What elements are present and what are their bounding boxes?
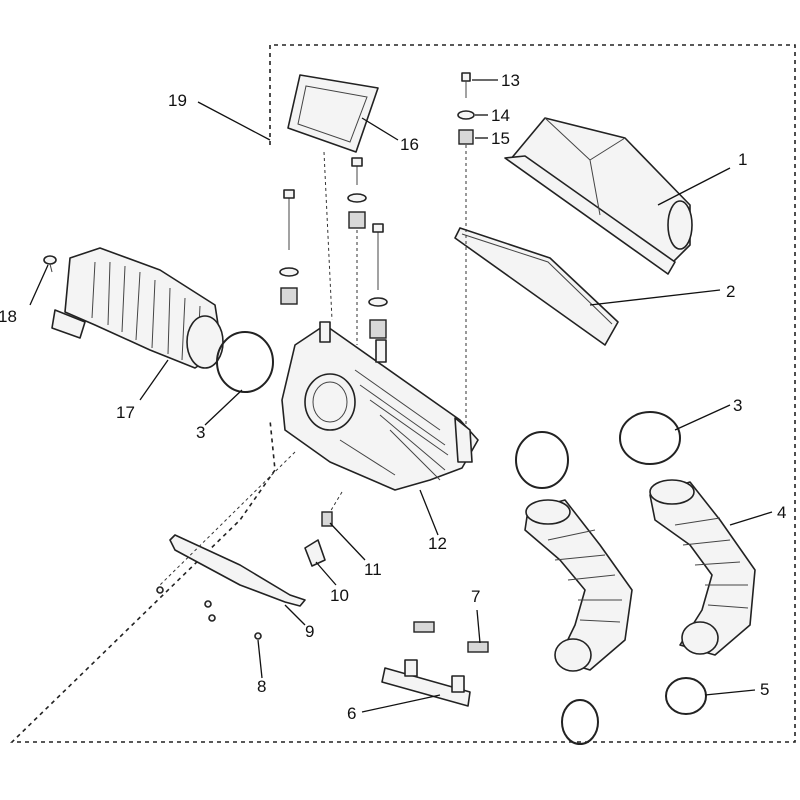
callout-15: 15 — [491, 129, 510, 148]
part-9-bracket — [169, 534, 306, 607]
callout-4: 4 — [777, 503, 786, 522]
part-13-15-stack — [457, 72, 475, 430]
part-8-screws — [156, 586, 262, 640]
callout-19: 19 — [168, 91, 187, 110]
part-1-airbox-cover — [504, 117, 693, 275]
callout-10: 10 — [330, 586, 349, 605]
callout-labels: 1 2 3 3 4 5 6 7 8 9 10 11 12 13 14 15 16… — [0, 71, 786, 723]
callout-12: 12 — [428, 534, 447, 553]
part-10-11 — [304, 491, 343, 567]
part-18-screw — [43, 255, 57, 273]
callout-8: 8 — [257, 677, 266, 696]
callout-3-right: 3 — [733, 396, 742, 415]
callout-11: 11 — [364, 560, 382, 579]
callout-6: 6 — [347, 704, 356, 723]
callout-2: 2 — [726, 282, 735, 301]
callout-18: 18 — [0, 307, 17, 326]
callout-9: 9 — [305, 622, 314, 641]
part-6-tube — [381, 659, 471, 707]
bolt-stacks — [279, 151, 388, 345]
part-4-outlet-hoses — [524, 479, 756, 672]
assembly-boundary — [10, 44, 796, 743]
leader-lines — [29, 79, 773, 713]
callout-1: 1 — [738, 150, 747, 169]
callout-16: 16 — [400, 135, 419, 154]
part-16-gasket — [287, 74, 379, 153]
part-7-clips — [413, 621, 489, 653]
hose-clamps — [216, 331, 707, 745]
callout-17: 17 — [116, 403, 135, 422]
callout-14: 14 — [491, 106, 510, 125]
callout-7: 7 — [471, 587, 480, 606]
part-17-intake-hose — [51, 247, 224, 369]
callout-5: 5 — [760, 680, 769, 699]
callout-13: 13 — [501, 71, 520, 90]
part-2-filter — [454, 227, 619, 346]
part-12-airbox-housing — [281, 321, 479, 491]
callout-3-left: 3 — [196, 423, 205, 442]
